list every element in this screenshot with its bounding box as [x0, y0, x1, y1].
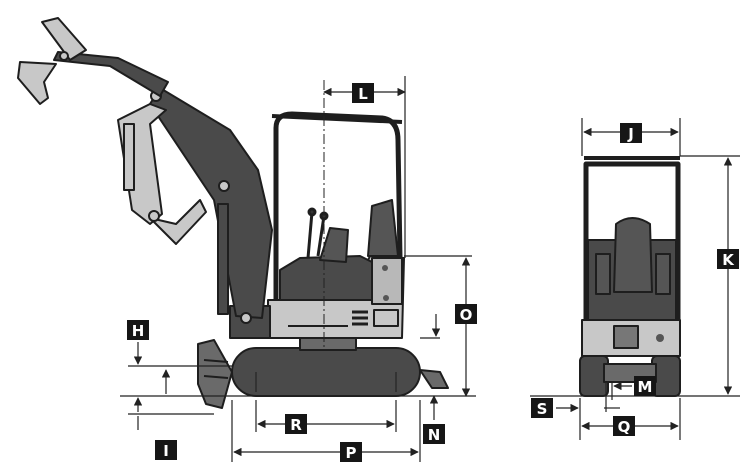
label-I-text: I [163, 442, 169, 460]
side-track [231, 347, 421, 397]
rear-hitch [419, 369, 449, 389]
label-N-text: N [428, 426, 441, 444]
label-K: K [717, 249, 739, 269]
label-Q-text: Q [618, 418, 631, 436]
side-view-excavator [17, 17, 449, 409]
arm-lowered [117, 103, 207, 245]
label-L: L [352, 83, 374, 103]
label-P-text: P [346, 444, 357, 462]
cab-interior [279, 255, 373, 301]
label-O-text: O [460, 306, 473, 324]
rops-frame [271, 111, 403, 300]
front-seat [613, 217, 653, 293]
label-M: M [634, 376, 656, 396]
label-L-text: L [358, 85, 368, 103]
front-rops-frame [583, 156, 681, 320]
front-console-left [595, 253, 611, 295]
control-levers [306, 207, 329, 259]
label-H-text: H [132, 322, 145, 340]
label-J: J [620, 123, 642, 143]
label-O: O [455, 304, 477, 324]
label-K-text: K [722, 251, 735, 269]
seat [319, 227, 349, 263]
label-I: I [155, 440, 177, 460]
seat-back [367, 199, 399, 257]
label-P: P [340, 442, 362, 462]
arm-raised-ghost [17, 17, 169, 105]
label-R-text: R [290, 416, 302, 434]
label-H: H [127, 320, 149, 340]
label-S-text: S [537, 400, 548, 418]
boom [149, 87, 273, 324]
label-J-text: J [627, 125, 634, 143]
front-console-right [655, 253, 671, 295]
boom-cylinder [217, 203, 229, 315]
label-M-text: M [638, 378, 653, 396]
label-R: R [285, 414, 307, 434]
dozer-blade [197, 339, 233, 409]
front-view-excavator [579, 156, 681, 397]
label-S: S [531, 398, 553, 418]
label-N: N [423, 424, 445, 444]
front-boom-base [613, 325, 639, 349]
label-Q: Q [613, 416, 635, 436]
